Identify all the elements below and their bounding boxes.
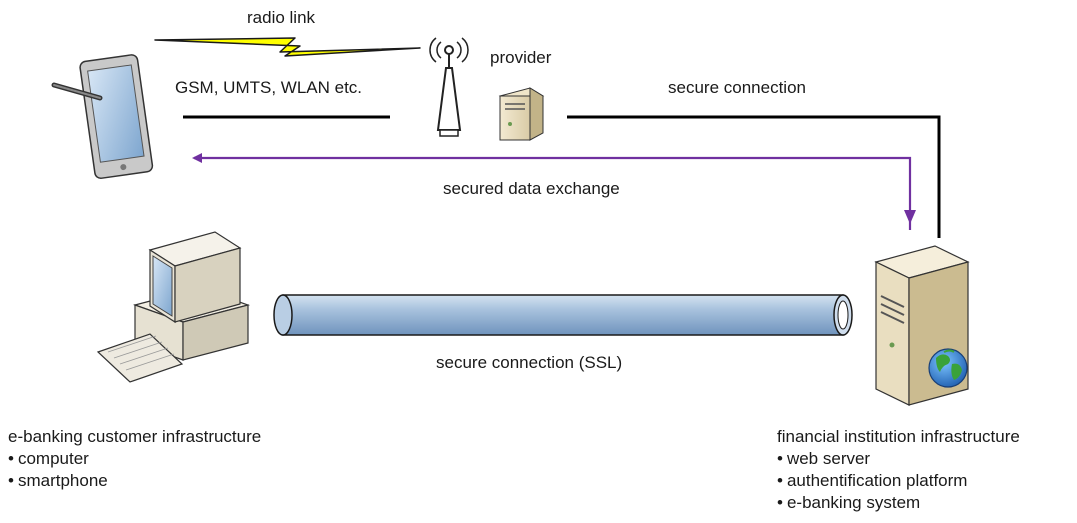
customer-list: computer smartphone <box>8 448 261 492</box>
desktop-computer-icon <box>96 231 251 383</box>
globe-icon <box>928 348 968 388</box>
antenna-icon <box>429 37 469 137</box>
exchange-arrowhead-down <box>904 210 916 224</box>
list-item: computer <box>8 448 261 470</box>
list-item: e-banking system <box>777 492 1020 514</box>
provider-label: provider <box>490 48 552 67</box>
ssl-label: secure connection (SSL) <box>436 353 623 372</box>
secure-connection-label: secure connection <box>668 78 806 97</box>
institution-title: financial institution infrastructure <box>777 427 1020 446</box>
gsm-label: GSM, UMTS, WLAN etc. <box>175 78 363 97</box>
list-item: web server <box>777 448 1020 470</box>
provider-server-icon <box>498 87 545 141</box>
customer-caption: e-banking customer infrastructure comput… <box>8 426 261 492</box>
secured-data-exchange-label: secured data exchange <box>443 179 620 198</box>
list-item: authentification platform <box>777 470 1020 492</box>
secure-connection-line <box>567 115 941 238</box>
secured-data-exchange-arrow <box>192 153 912 230</box>
radio-link-label: radio link <box>247 8 316 27</box>
list-item: smartphone <box>8 470 261 492</box>
institution-caption: financial institution infrastructure web… <box>777 426 1020 514</box>
institution-list: web server authentification platform e-b… <box>777 448 1020 514</box>
ssl-pipe <box>273 294 853 336</box>
lightning-bolt-icon <box>154 37 421 57</box>
tablet-icon <box>51 54 154 179</box>
customer-title: e-banking customer infrastructure <box>8 427 262 446</box>
